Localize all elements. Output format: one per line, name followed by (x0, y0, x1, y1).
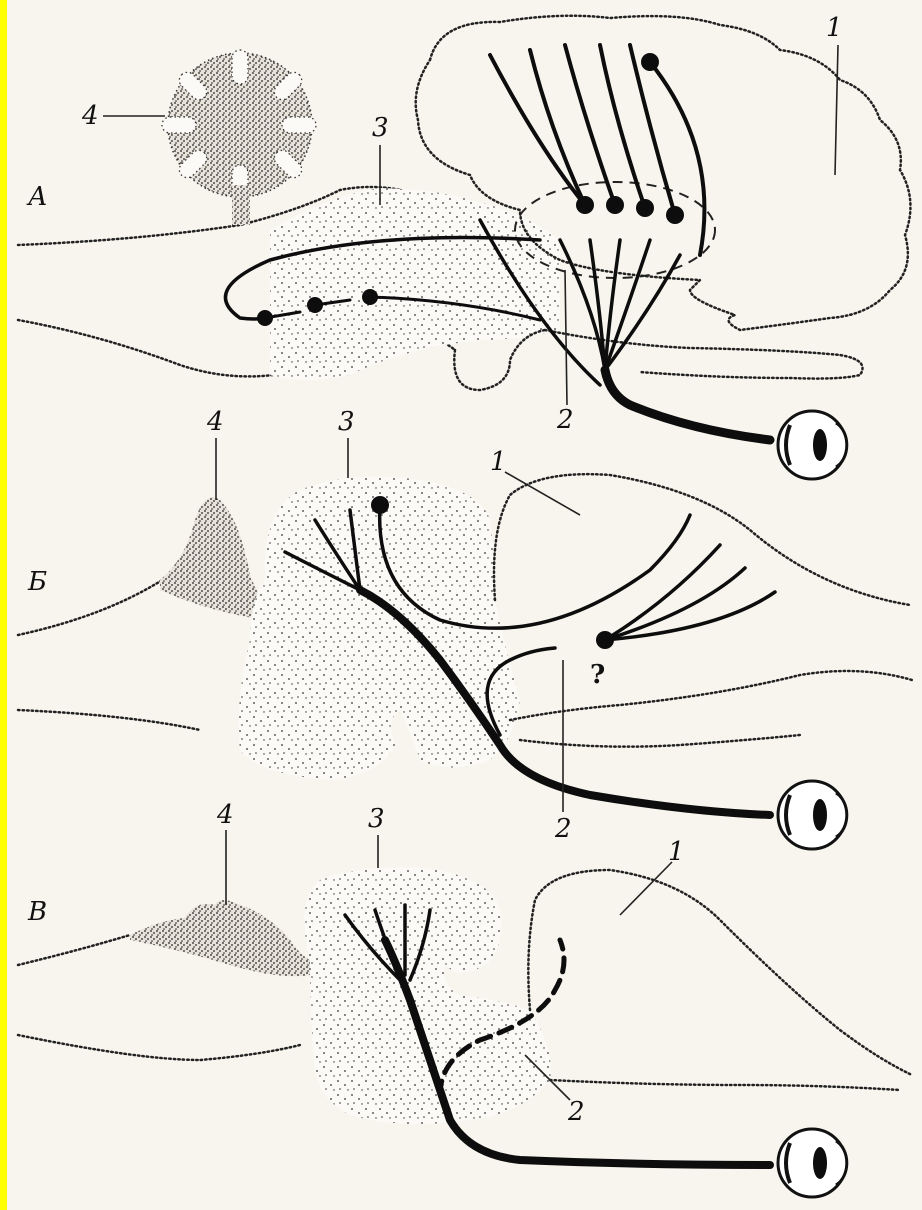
panel-c-cerebellum (130, 900, 310, 976)
panel-b-cerebellum (160, 498, 265, 621)
panel-c-label-4: 4 (216, 800, 234, 830)
panel-b-label-3: 3 (338, 407, 355, 437)
panel-c-label-2: 2 (567, 1097, 585, 1127)
panel-a-label-3: 3 (372, 113, 389, 143)
panel-b-forebrain-lower (510, 671, 912, 720)
panel-a-label-4: 4 (81, 101, 99, 131)
panel-a-label-2: 2 (556, 405, 574, 435)
panel-b-label-2: 2 (554, 814, 572, 844)
panel-b: Б 4 3 1 2 ? (18, 407, 912, 849)
panel-c-forebrain-lower (550, 1080, 900, 1090)
panel-c: В 4 3 1 2 (18, 800, 912, 1197)
panel-b-label-1: 1 (490, 447, 507, 477)
panel-c-forebrain (528, 870, 912, 1075)
panel-c-upper-outline (18, 935, 130, 965)
panel-a-cerebellum (162, 50, 316, 225)
panel-a: А 4 3 1 2 (18, 13, 910, 479)
panel-a-label-1: 1 (826, 13, 843, 43)
panel-b-letter: Б (27, 567, 47, 597)
panel-c-label-3: 3 (368, 804, 385, 834)
panel-b-eye-icon (778, 781, 847, 849)
panel-a-forebrain-stalk (545, 330, 863, 379)
panel-a-letter: А (26, 182, 48, 212)
panel-c-letter: В (27, 897, 47, 927)
panel-c-eye-icon (778, 1129, 847, 1197)
panel-b-lower-outline (18, 710, 200, 730)
panel-a-eye-icon (778, 411, 847, 479)
panel-b-forebrain (494, 474, 910, 605)
panel-b-label-4: 4 (206, 407, 224, 437)
panel-b-ventral-outline (520, 735, 800, 747)
panel-c-lower-outline (18, 1035, 300, 1060)
panel-c-midbrain (304, 868, 550, 1125)
panel-b-question-mark: ? (590, 660, 605, 690)
